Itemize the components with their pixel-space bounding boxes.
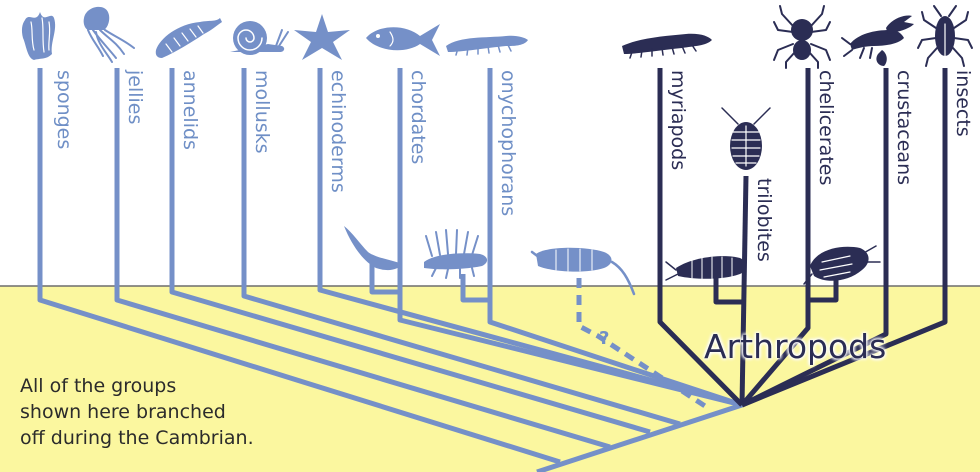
- beetle-icon: [918, 6, 972, 66]
- snail-icon: [230, 21, 288, 55]
- label-crustaceans: crustaceans: [894, 70, 913, 185]
- starfish-icon: [294, 14, 350, 60]
- label-myriapods: myriapods: [668, 70, 687, 170]
- arthropods-clade-label: Arthropods: [704, 330, 886, 363]
- sponge-icon: [22, 12, 55, 60]
- velvet-worm-icon: [446, 36, 528, 55]
- label-mollusks: mollusks: [252, 70, 271, 154]
- caption-line: All of the groups: [20, 373, 254, 399]
- annelid-worm-icon: [156, 18, 222, 58]
- caption-line: shown here branched: [20, 399, 254, 425]
- label-trilobites: trilobites: [754, 178, 773, 262]
- label-onychophorans: onychophorans: [498, 70, 517, 216]
- uncertain-placement-marker: ?: [599, 330, 609, 348]
- label-sponges: sponges: [54, 70, 73, 149]
- pikaia-fossil-icon: [344, 226, 402, 270]
- fish-icon: [366, 24, 440, 56]
- label-jellies: jellies: [125, 70, 144, 124]
- hallucigenia-fossil-icon: [424, 230, 487, 278]
- label-echinoderms: echinoderms: [328, 70, 347, 193]
- lobster-icon: [842, 16, 914, 67]
- trilobite-icon: [722, 108, 770, 170]
- label-chordates: chordates: [408, 70, 427, 164]
- label-annelids: annelids: [180, 70, 199, 150]
- label-insects: insects: [953, 70, 972, 137]
- caption-line: off during the Cambrian.: [20, 425, 254, 451]
- diagram-caption: All of the groups shown here branched of…: [20, 373, 254, 451]
- spider-icon: [774, 6, 830, 68]
- fossil-arthropod-icon: [666, 256, 746, 280]
- fossil-chelicerate-icon: [804, 246, 880, 284]
- label-chelicerates: chelicerates: [816, 70, 835, 185]
- millipede-icon: [622, 34, 712, 58]
- jellyfish-icon: [84, 7, 134, 62]
